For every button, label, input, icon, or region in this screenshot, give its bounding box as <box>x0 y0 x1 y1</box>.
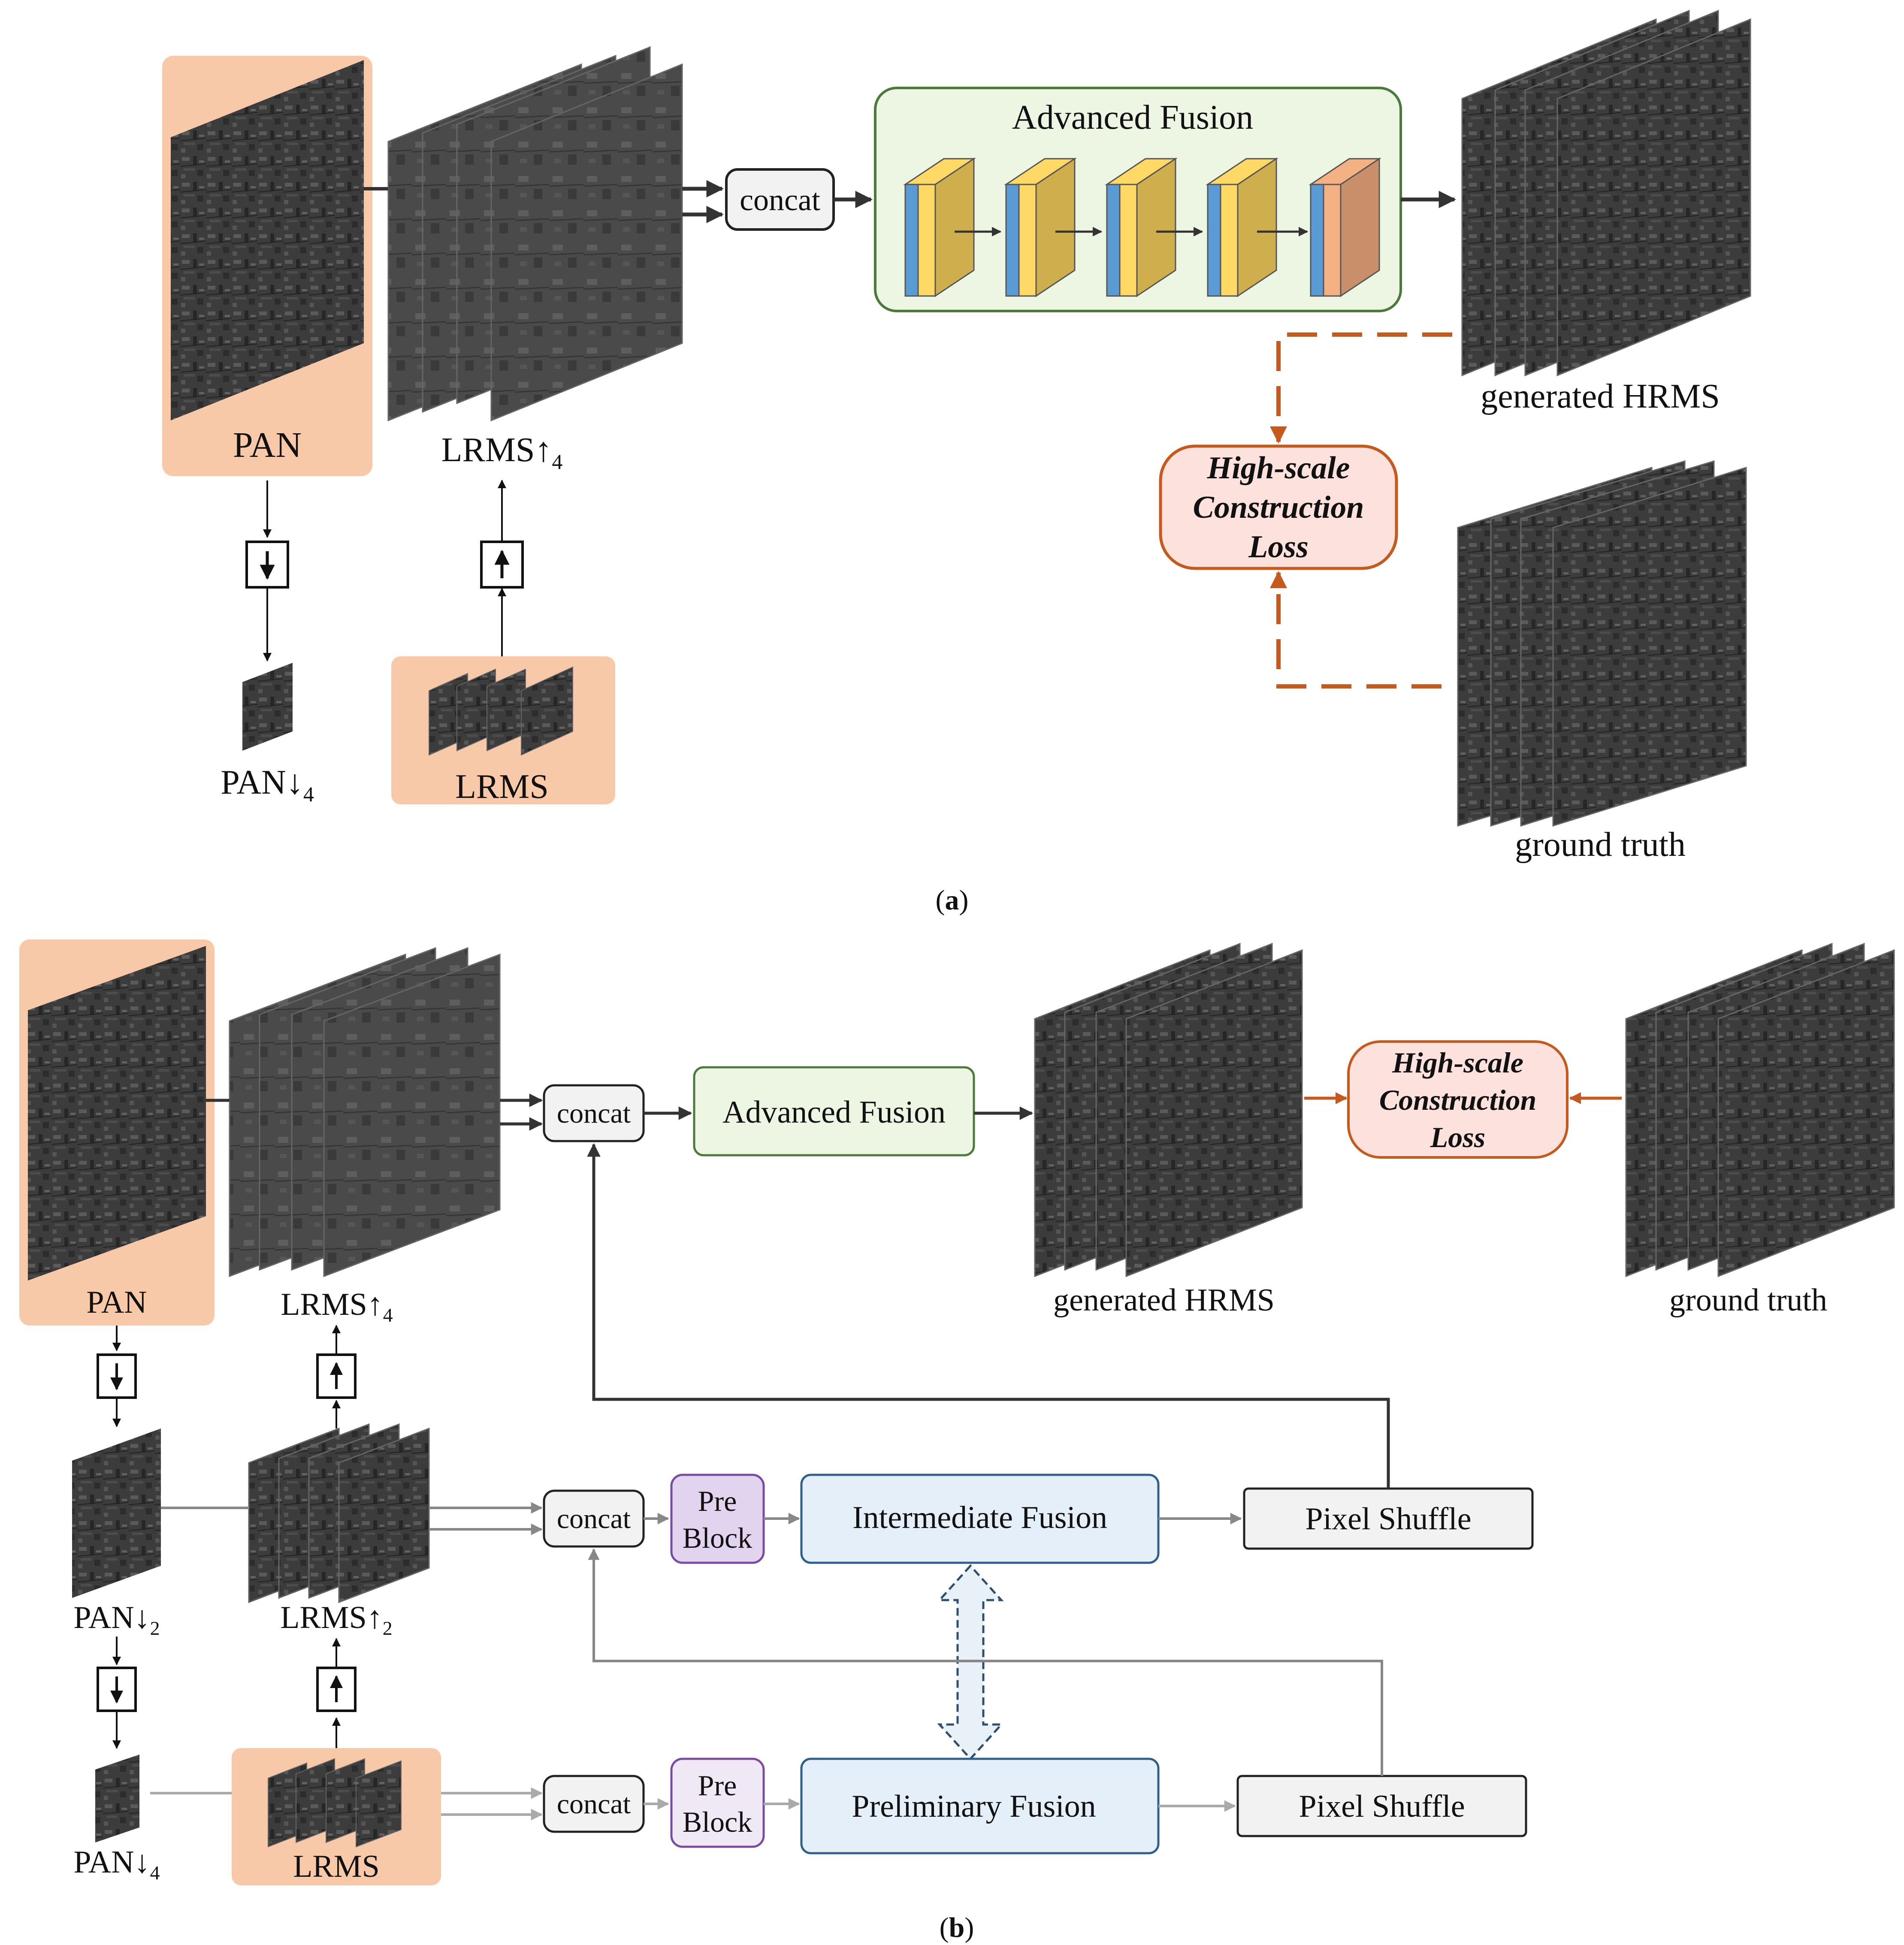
loss-label-line1: High-scale <box>1207 450 1350 486</box>
ground-truth-image-stack <box>1457 460 1747 827</box>
lrms-up2-image-stack <box>248 1423 430 1604</box>
pan-down4-label: PAN↓4 <box>221 764 314 806</box>
concat-top-label: concat <box>557 1098 631 1129</box>
pan-down2-image <box>72 1429 161 1598</box>
concat-label: concat <box>740 183 820 217</box>
generated-hrms-image-stack <box>1034 942 1303 1278</box>
lrms-up2-label: LRMS↑2 <box>280 1600 392 1639</box>
pan-down2-label: PAN↓2 <box>73 1600 160 1639</box>
ground-truth-label: ground truth <box>1515 826 1686 864</box>
panel-a-caption: (a) <box>936 885 969 916</box>
advanced-fusion-label: Advanced Fusion <box>722 1095 946 1130</box>
loss-label-line2: Construction <box>1379 1084 1537 1116</box>
lrms-up4-label: LRMS↑4 <box>281 1287 393 1326</box>
concat-mid-label: concat <box>557 1503 631 1534</box>
pan-image <box>28 946 206 1281</box>
lrms-small-image-stack <box>429 666 573 756</box>
pan-down4-image <box>242 663 293 751</box>
panel-b: PAN LRMS↑4 concat Advanced Fusion genera… <box>19 939 1895 1943</box>
lrms-label: LRMS <box>455 768 549 806</box>
lrms-small-image-stack <box>268 1758 402 1848</box>
panel-a: PAN LRMS↑4 LRMS PAN↓4 <box>162 9 1751 916</box>
ground-truth-label: ground truth <box>1669 1283 1827 1318</box>
pixel-shuffle-bot-label: Pixel Shuffle <box>1299 1789 1465 1824</box>
loss-box <box>1347 1040 1569 1159</box>
conv-block-icon <box>1206 157 1278 297</box>
lrms-up4-image-stack <box>387 46 683 422</box>
pre-block-mid-line2: Block <box>683 1522 752 1554</box>
pan-label: PAN <box>86 1285 147 1320</box>
panel-b-caption: (b) <box>940 1912 974 1943</box>
loss-box <box>1159 444 1398 570</box>
lrms-label: LRMS <box>293 1849 380 1884</box>
output-conv-block-icon <box>1309 157 1381 297</box>
pre-block-bot-line2: Block <box>683 1806 752 1838</box>
generated-to-loss-dashed-arrow <box>1270 332 1452 444</box>
pan-down4-image <box>95 1755 139 1842</box>
pixel-shuffle-mid-label: Pixel Shuffle <box>1305 1501 1471 1537</box>
ground-truth-image-stack <box>1625 942 1895 1278</box>
loss-label-line2: Construction <box>1193 490 1364 525</box>
conv-block-icon <box>1105 157 1178 297</box>
generated-hrms-label: generated HRMS <box>1481 378 1720 415</box>
pan-down4-label: PAN↓4 <box>73 1845 160 1884</box>
loss-label-line1: High-scale <box>1392 1046 1523 1079</box>
advanced-fusion-label: Advanced Fusion <box>1012 99 1253 136</box>
pre-block-bot-line1: Pre <box>698 1769 737 1802</box>
preliminary-fusion-label: Preliminary Fusion <box>852 1789 1096 1824</box>
intermediate-fusion-label: Intermediate Fusion <box>852 1500 1107 1535</box>
conv-block-icon <box>903 157 976 297</box>
pre-block-mid-line1: Pre <box>698 1485 737 1517</box>
lrms-up4-label: LRMS↑4 <box>441 431 563 474</box>
loss-label-line3: Loss <box>1430 1121 1485 1154</box>
generated-hrms-image-stack <box>1461 9 1751 377</box>
pixel-shuffle-to-concat-top-arrow <box>587 1143 1390 1489</box>
pan-label: PAN <box>233 425 302 465</box>
concat-bot-label: concat <box>557 1788 631 1820</box>
lrms-up4-image-stack <box>229 947 501 1278</box>
pan-image <box>171 60 364 420</box>
pixel-shuffle-to-concat-mid-arrow <box>588 1548 1383 1776</box>
advanced-fusion-box <box>693 1066 975 1157</box>
truth-to-loss-dashed-arrow <box>1270 571 1442 689</box>
generated-hrms-label: generated HRMS <box>1053 1283 1275 1318</box>
loss-label-line3: Loss <box>1248 529 1309 565</box>
conv-block-icon <box>1004 157 1077 297</box>
